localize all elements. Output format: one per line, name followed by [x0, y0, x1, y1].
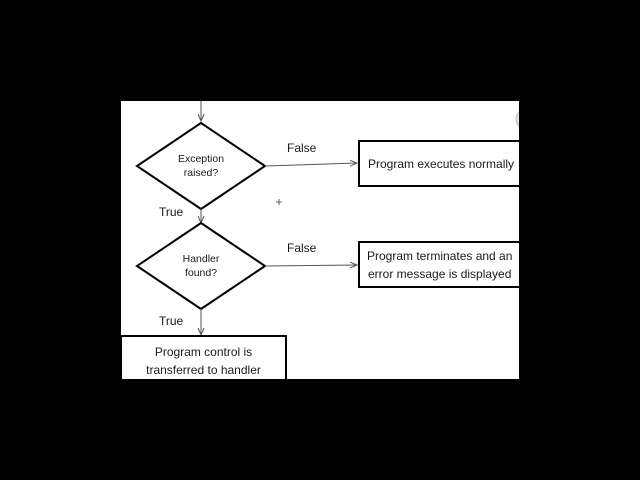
flowchart-shapes [121, 101, 519, 379]
decision-handler-line2: found? [184, 267, 218, 279]
box-normal-shape [358, 140, 519, 187]
box-handler-line1: Program control is [154, 345, 253, 359]
box-normal-text: Program executes normally [368, 155, 514, 173]
corner-button-icon [515, 111, 519, 127]
box-terminate-shape [358, 241, 519, 288]
decision-handler-line1: Handler [182, 253, 220, 265]
box-handler-line2: transferred to handler [146, 363, 261, 377]
false-label-1: False [287, 141, 317, 155]
flowchart-slide: Exception raised? Handler found? False T… [121, 101, 519, 379]
box-terminate-text: Program terminates and an error message … [367, 247, 512, 283]
true-label-1: True [159, 205, 184, 219]
decision-exception-line2: raised? [183, 167, 219, 179]
box-terminate-line2: error message is displayed [368, 267, 512, 281]
decision-handler-label: Handler found? [161, 252, 241, 280]
box-handler-text: Program control is transferred to handle… [121, 343, 286, 379]
box-handler-shape [121, 335, 287, 379]
box-normal-line1: Program executes normally [368, 157, 515, 171]
false-label-2: False [287, 241, 317, 255]
false-connector-2 [264, 265, 357, 266]
false-connector-1 [264, 163, 357, 166]
decision-exception-line1: Exception [177, 153, 225, 165]
cursor-crosshair-icon [276, 199, 282, 205]
decision-exception-label: Exception raised? [161, 152, 241, 180]
box-terminate-line1: Program terminates and an [367, 249, 513, 263]
true-label-2: True [159, 314, 184, 328]
